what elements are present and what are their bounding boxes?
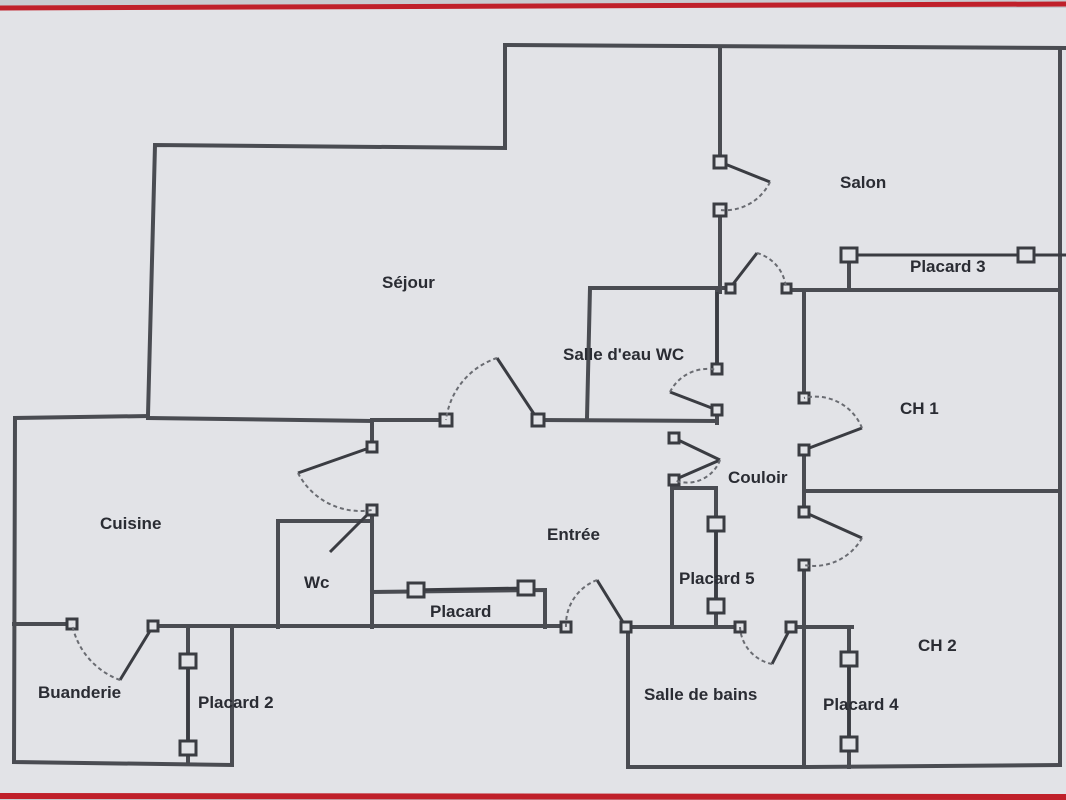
label-sejour: Séjour [382,273,435,292]
label-placard-3: Placard 3 [910,257,986,276]
red-top-border [0,1,1066,11]
label-entree: Entrée [547,525,600,544]
label-ch2: CH 2 [918,636,957,655]
label-salle-de-bains: Salle de bains [644,685,757,704]
sliding-doors [178,246,1066,757]
label-ch1: CH 1 [900,399,939,418]
red-bottom-border [0,793,1066,800]
door-leaves [65,154,863,681]
label-placard-4: Placard 4 [823,695,899,714]
label-buanderie: Buanderie [38,683,121,702]
label-placard-2: Placard 2 [198,693,274,712]
label-placard-5: Placard 5 [679,569,755,588]
label-couloir: Couloir [728,468,788,487]
door-swing-arcs [71,181,863,681]
paper-sheet [0,8,1066,794]
label-wc: Wc [304,573,330,592]
label-salle-eau-wc: Salle d'eau WC [563,345,684,364]
label-cuisine: Cuisine [100,514,161,533]
label-salon: Salon [840,173,886,192]
room-labels: Salon Séjour Placard 3 Salle d'eau WC CH… [38,173,986,714]
label-placard: Placard [430,602,491,621]
